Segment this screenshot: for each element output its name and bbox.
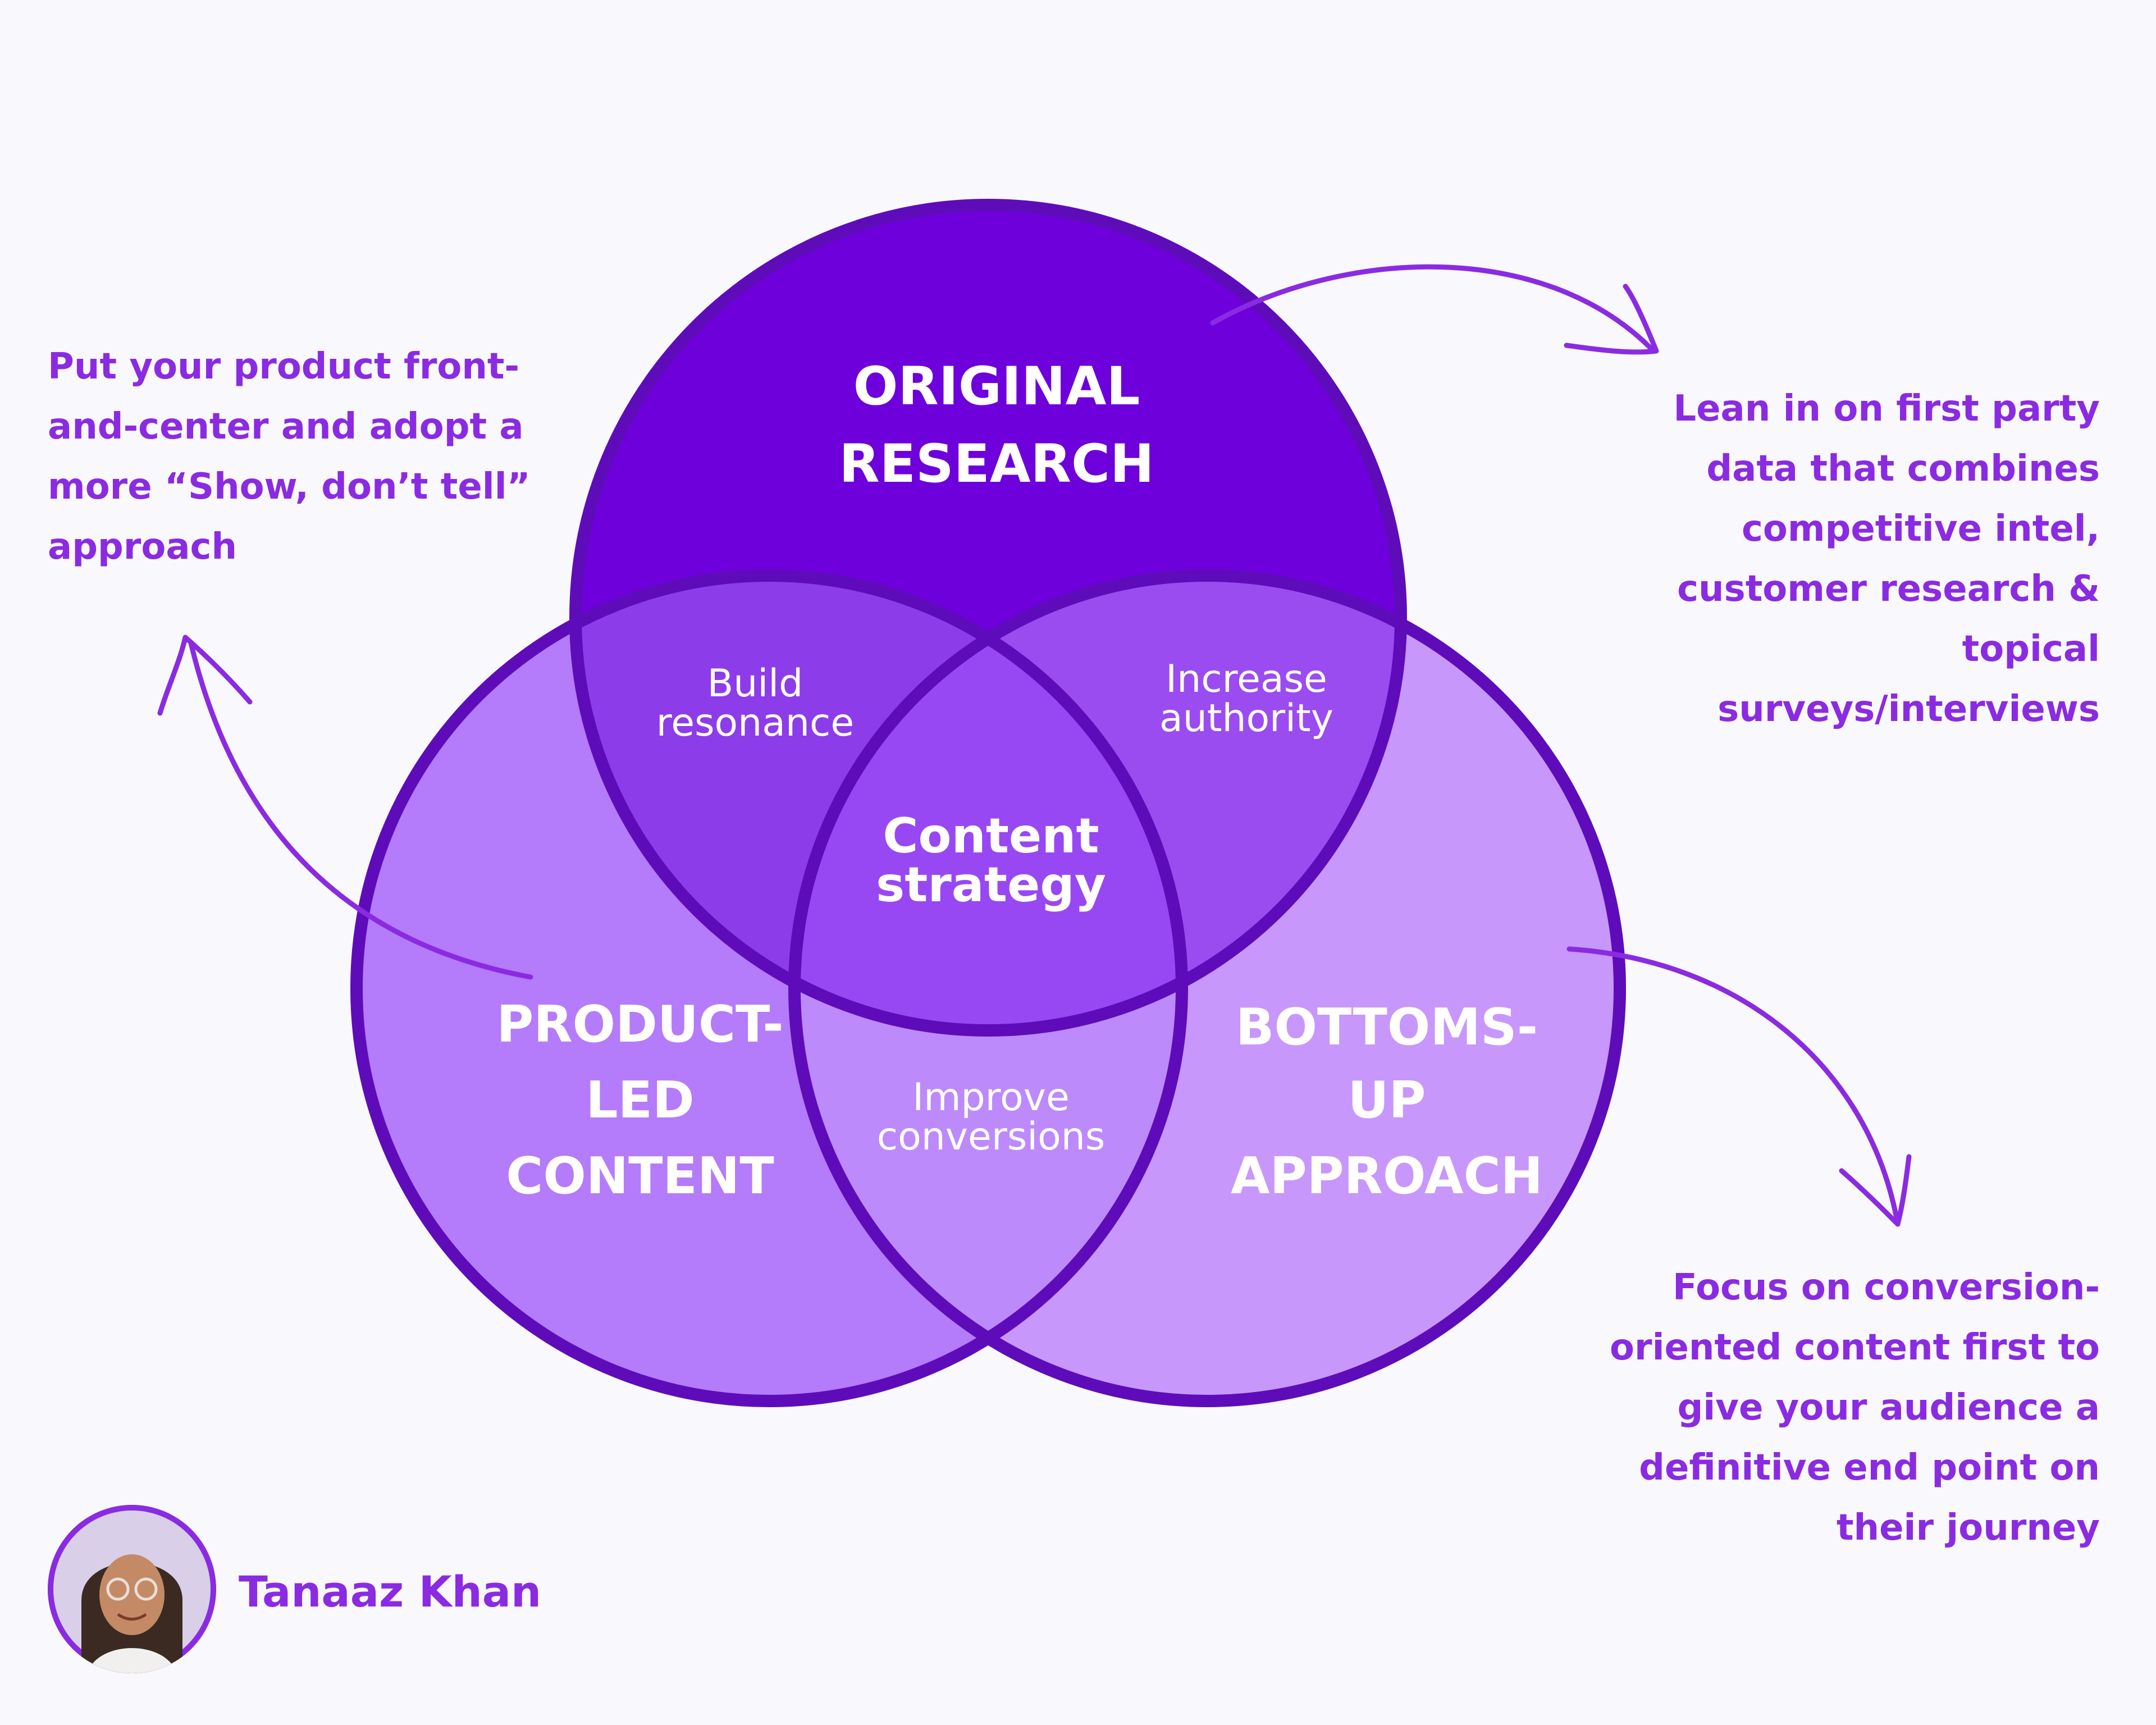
label-bottoms-up-line3: APPROACH — [1231, 1147, 1543, 1206]
label-build-resonance-line1: Build — [707, 661, 803, 706]
arrow-to-bottoms-note — [1566, 946, 1912, 1227]
label-build-resonance-line2: resonance — [656, 701, 854, 745]
label-increase-authority-line2: authority — [1159, 696, 1333, 741]
note-product-led: Put your product front- and-center and a… — [48, 346, 531, 568]
label-improve-conversions-line1: Improve — [912, 1075, 1070, 1120]
author-avatar — [48, 1505, 216, 1673]
label-increase-authority-line1: Increase — [1166, 657, 1327, 701]
label-original-research-line1: ORIGINAL — [853, 356, 1140, 417]
label-product-led-line2: LED — [586, 1071, 695, 1130]
outline-bottoms-up-approach — [788, 569, 1626, 1407]
label-content-strategy-line1: Content — [883, 808, 1099, 864]
outline-product-led-content — [350, 569, 1188, 1407]
label-bottoms-up-line2: UP — [1347, 1071, 1426, 1130]
label-original-research-line2: RESEARCH — [839, 433, 1154, 495]
label-product-led-line1: PRODUCT- — [496, 995, 783, 1054]
arrow-to-research-note — [1210, 264, 1659, 355]
overlap-center — [794, 576, 1182, 1030]
label-content-strategy-line2: strategy — [876, 857, 1106, 913]
author-name: Tanaaz Khan — [239, 1567, 542, 1617]
label-product-led-line3: CONTENT — [506, 1147, 774, 1206]
arrow-to-product-note — [157, 635, 533, 980]
label-bottoms-up-line1: BOTTOMS- — [1236, 998, 1538, 1057]
label-improve-conversions-line2: conversions — [877, 1115, 1106, 1159]
note-original-research: Lean in on first party data that combine… — [1673, 388, 2100, 730]
note-bottoms-up: Focus on conversion- oriented content fi… — [1610, 1267, 2100, 1549]
